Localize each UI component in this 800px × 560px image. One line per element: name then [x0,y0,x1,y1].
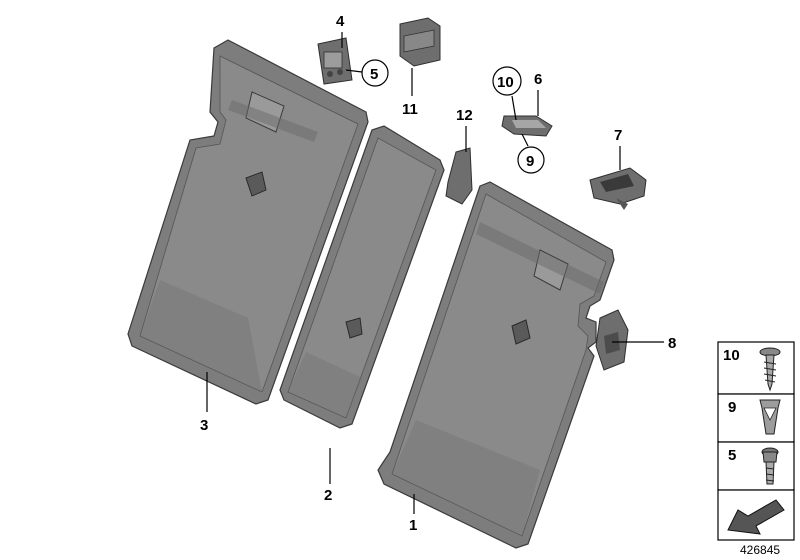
legend-item-9: 9 [728,399,736,416]
callout-6: 6 [534,71,542,88]
bolt-icon [761,447,779,485]
document-number: 426845 [740,543,780,557]
callout-4: 4 [336,13,345,30]
screw-icon [759,347,781,392]
callout-12: 12 [456,107,473,124]
backrest-trim-left[interactable] [127,39,369,405]
direction-arrow-icon [727,499,785,535]
callout-11: 11 [402,101,418,118]
callout-10: 10 [497,74,514,91]
legend-item-5: 5 [728,447,736,464]
latch-bracket[interactable] [317,37,353,85]
callout-5: 5 [370,66,378,83]
legend-item-10: 10 [723,347,740,364]
callout-7: 7 [614,127,622,144]
side-bracket[interactable] [445,147,473,205]
callout-3: 3 [200,417,208,434]
callout-9: 9 [526,153,534,170]
callout-8: 8 [668,335,676,352]
callout-1: 1 [409,517,417,534]
latch-cover[interactable] [399,17,441,67]
center-armrest-trim[interactable] [279,125,445,429]
corner-cap[interactable] [595,309,629,371]
hardware-legend: 10 9 5 [717,341,795,541]
clip-nut-icon [759,399,781,435]
release-bezel[interactable] [589,167,647,210]
callout-2: 2 [324,487,332,504]
backrest-trim-right[interactable] [377,181,615,549]
release-handle[interactable] [501,115,553,137]
